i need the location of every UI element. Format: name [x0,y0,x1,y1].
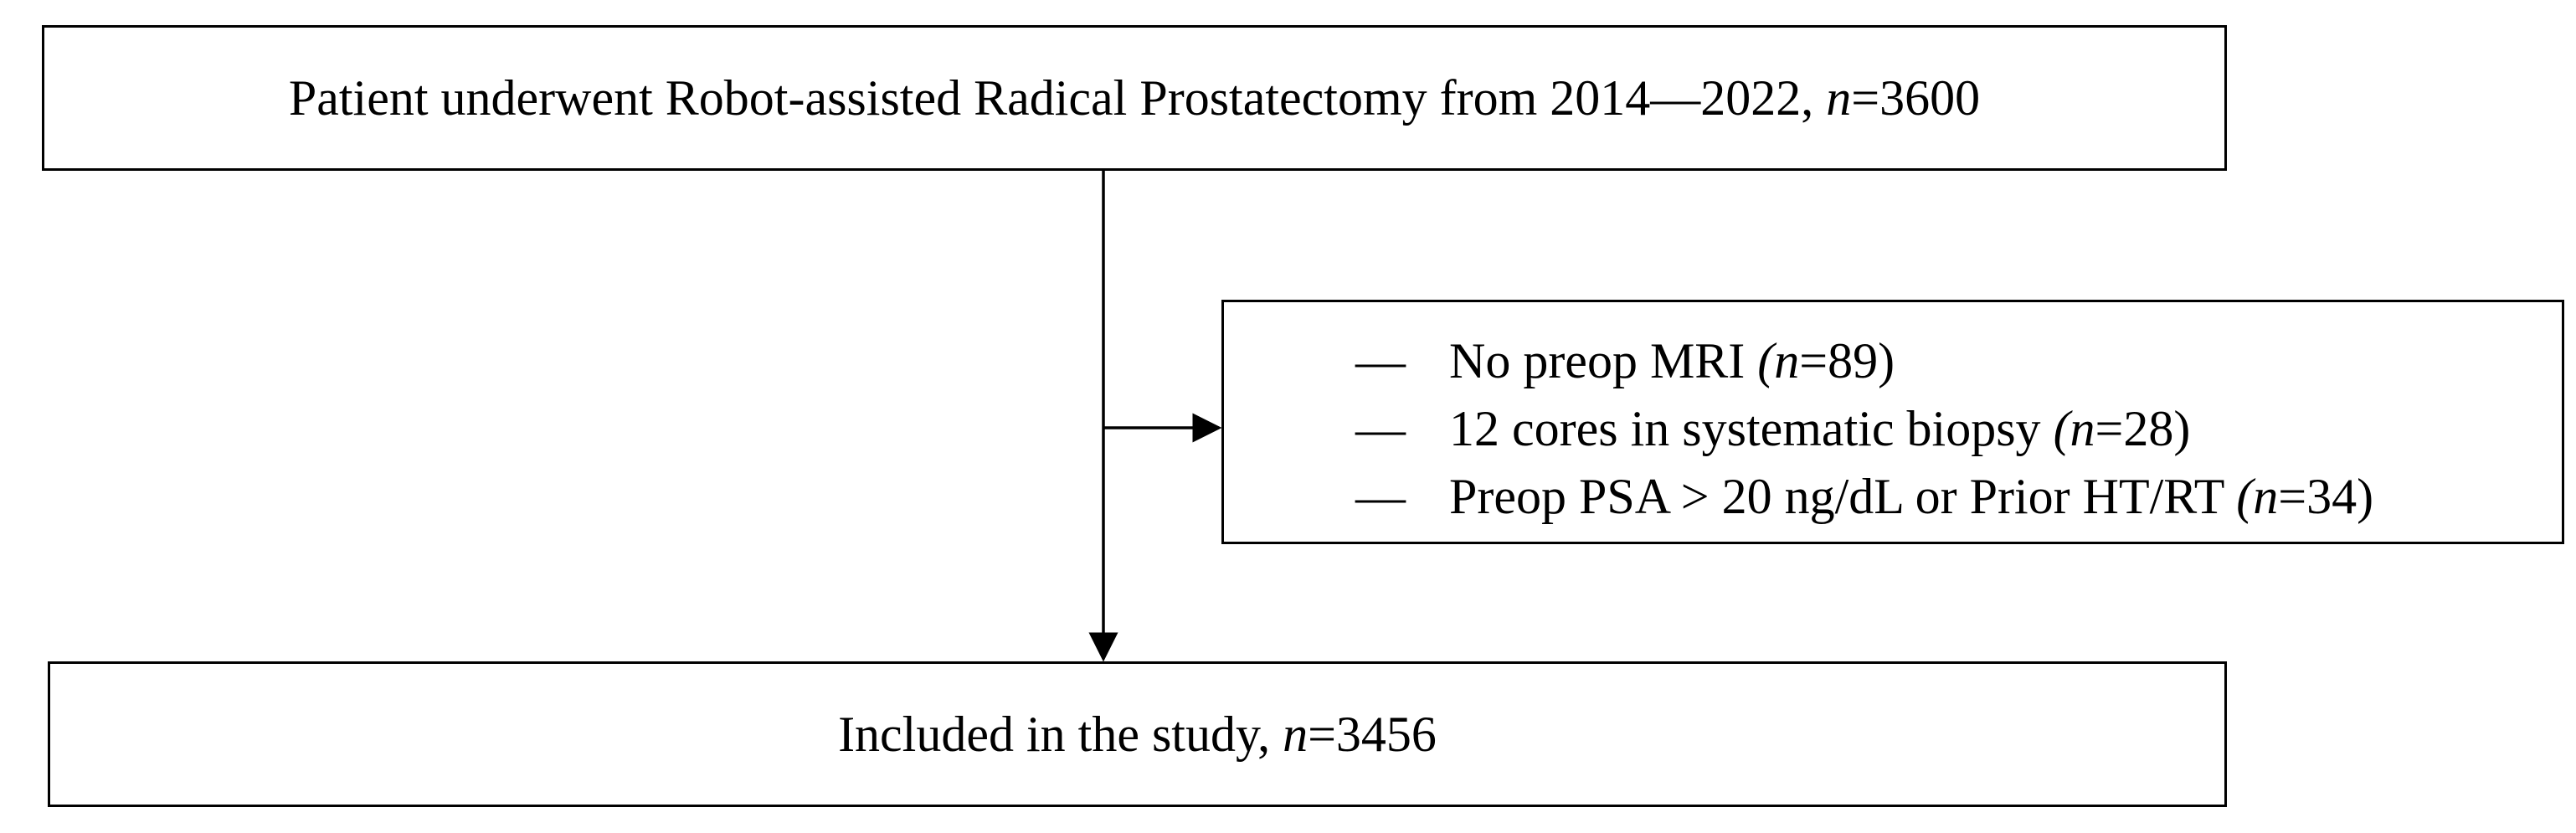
included-description: Included in the study, [838,707,1283,762]
enrolled-patients-box: Patient underwent Robot-assisted Radical… [42,25,2227,171]
dash-bullet: — [1355,333,1406,388]
included-n-label: n [1283,707,1309,762]
exclusion-item-12-cores: — 12 cores in systematic biopsy (n=28) [1355,395,2373,463]
exclusion-text: No preop MRI [1449,333,1758,388]
dash-bullet: — [1355,401,1406,456]
enrolled-n-value: =3600 [1851,70,1981,126]
dash-bullet: — [1355,469,1406,524]
exclusion-item-psa-prior-therapy: — Preop PSA > 20 ng/dL or Prior HT/RT (n=… [1355,463,2373,531]
enrolled-patients-text: Patient underwent Robot-assisted Radical… [289,73,1980,123]
exclusion-criteria-box: —No preop MRI (n=89) —12 cores in system… [1221,300,2564,544]
exclusion-text: Preop PSA > 20 ng/dL or Prior HT/RT [1449,469,2237,524]
exclusion-open-paren: ( [2236,469,2254,524]
included-patients-text: Included in the study, n=3456 [838,709,1437,759]
enrolled-n-label: n [1826,70,1852,126]
exclusion-n-value: =28) [2095,401,2191,456]
exclusion-open-paren: ( [2053,401,2070,456]
exclusion-text: 12 cores in systematic biopsy [1449,401,2054,456]
exclusion-n-label: n [1774,333,1800,388]
included-n-value: =3456 [1308,707,1437,762]
exclusion-list: —No preop MRI (n=89) —12 cores in system… [1355,327,2373,531]
exclusion-item-no-mri: — No preop MRI (n=89) [1355,327,2373,395]
included-patients-box: Included in the study, n=3456 [48,661,2227,807]
exclusion-n-value: =34) [2278,469,2374,524]
exclusion-n-label: n [2253,469,2279,524]
exclusion-n-value: =89) [1799,333,1895,388]
enrolled-description: Patient underwent Robot-assisted Radical… [288,70,1827,126]
exclusion-n-label: n [2070,401,2095,456]
exclusion-open-paren: ( [1757,333,1775,388]
